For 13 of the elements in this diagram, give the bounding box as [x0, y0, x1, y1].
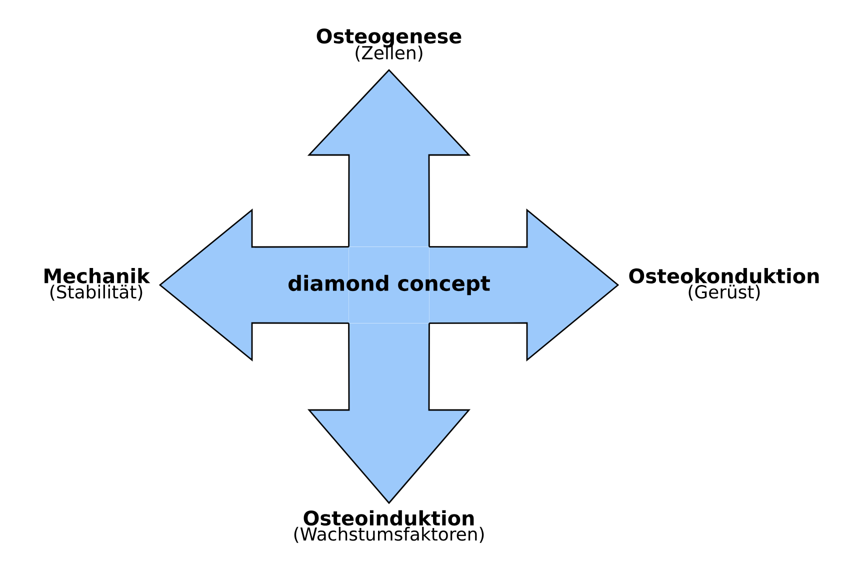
arrow [307, 68, 471, 248]
label-heading: Osteogenese [316, 28, 462, 48]
label-heading: Osteoinduktion [304, 510, 474, 526]
arrow [428, 208, 620, 362]
label-subtitle: (Wachstumsfaktoren) [294, 526, 484, 543]
label-subtitle: (Zellen) [356, 46, 422, 62]
label-heading: Osteokonduktion [629, 268, 819, 284]
label-subtitle: (Stabilität) [50, 284, 142, 301]
label-subtitle: (Gerüst) [688, 284, 760, 301]
arrow [307, 322, 471, 504]
label-heading: Mechanik [44, 268, 150, 284]
center-label: diamond concept [288, 274, 490, 296]
arrow [158, 208, 350, 362]
